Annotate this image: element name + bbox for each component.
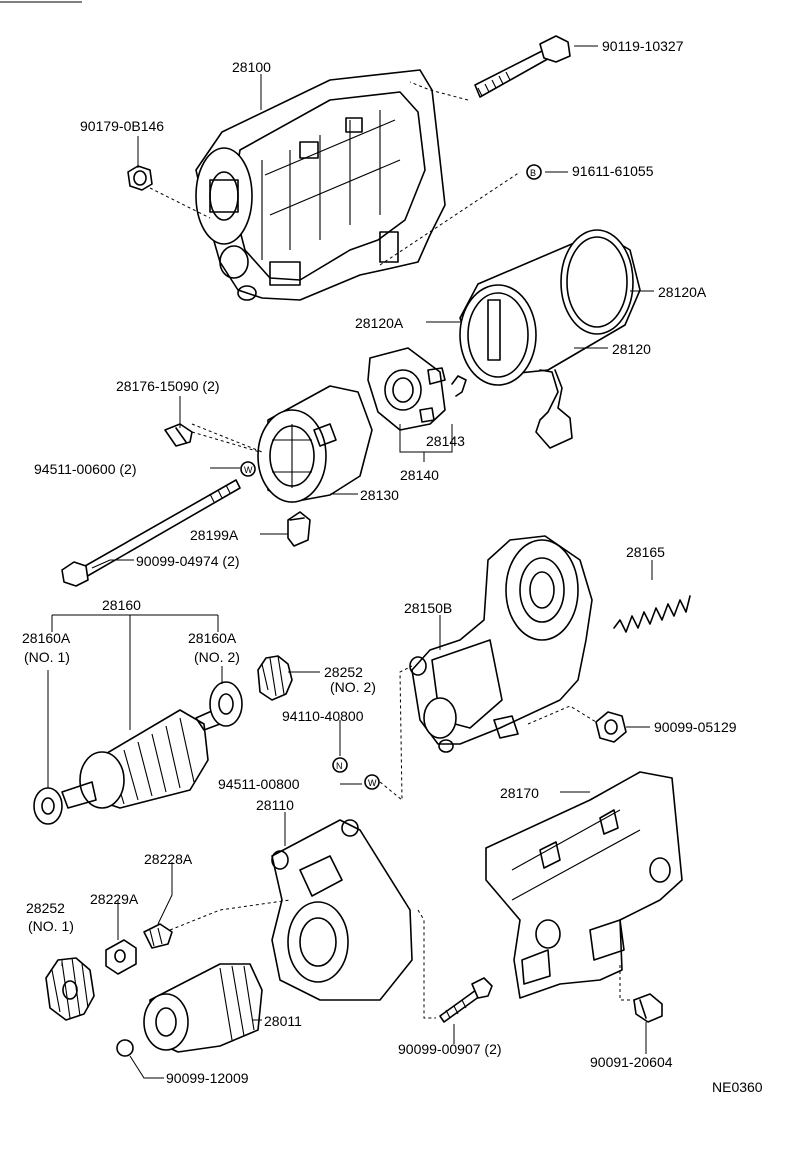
label-28140: 28140 (400, 467, 439, 483)
field-frame-28120 (459, 229, 641, 449)
washer-94511-00600 (240, 461, 256, 477)
brush-holder-28140 (367, 347, 446, 431)
label-28130: 28130 (360, 487, 399, 503)
marker-b: B (530, 168, 536, 178)
marker-w-2: W (368, 778, 377, 788)
label-28229a: 28229A (90, 891, 139, 907)
label-no1-b: (NO. 1) (28, 918, 74, 934)
nut-94110-40800 (332, 757, 348, 773)
spring-28143 (451, 375, 467, 397)
bearing-28160a-no2 (209, 681, 243, 727)
label-28170: 28170 (500, 785, 539, 801)
gear-28252-no1 (45, 957, 95, 1021)
label-90099-05129: 90099-05129 (654, 719, 737, 735)
label-28120a-right: 28120A (658, 284, 707, 300)
part-28228a (143, 923, 173, 949)
housing-28100 (195, 69, 446, 301)
label-28150b: 28150B (404, 600, 452, 616)
screw-28176-15090 (164, 423, 193, 447)
label-28160: 28160 (102, 597, 141, 613)
label-28160a-no1: 28160A (22, 630, 71, 646)
armature-28160 (61, 709, 221, 809)
nut-90179-0b146 (127, 165, 153, 191)
label-no2-a: (NO. 2) (194, 649, 240, 665)
callout-labels: 28100 90119-10327 90179-0B146 91611-6105… (22, 38, 763, 1095)
nut-90099-05129 (595, 711, 627, 743)
diagram-code: NE0360 (712, 1079, 763, 1095)
label-28165: 28165 (626, 544, 665, 560)
label-no2-b: (NO. 2) (330, 679, 376, 695)
bracket-28170 (485, 771, 683, 999)
label-28252-no2: 28252 (324, 664, 363, 680)
label-28110: 28110 (256, 797, 294, 813)
ball-90099-12009 (116, 1039, 134, 1057)
label-90099-04974: 90099-04974 (2) (136, 553, 240, 569)
label-90099-00907: 90099-00907 (2) (398, 1041, 502, 1057)
label-28011: 28011 (264, 1013, 302, 1029)
spring-28165 (613, 595, 691, 633)
bolt-90099-00907 (439, 977, 493, 1023)
label-28228a: 28228A (144, 851, 193, 867)
bolt-90091-20604 (633, 993, 663, 1023)
marker-w-1: W (244, 465, 253, 475)
bolt-90099-04974 (61, 479, 241, 587)
washer-94511-00800 (364, 774, 380, 790)
cap-28199a (287, 511, 311, 547)
label-28199a: 28199A (190, 527, 239, 543)
label-28160a-no2: 28160A (188, 630, 237, 646)
clutch-28011 (143, 963, 263, 1053)
label-90091-20604: 90091-20604 (590, 1054, 673, 1070)
label-28120a-left: 28120A (355, 315, 404, 331)
label-28176-15090: 28176-15090 (2) (116, 378, 220, 394)
end-frame-28130 (257, 385, 373, 503)
leader-lines (47, 45, 654, 1079)
bolt-90119-10327 (474, 35, 571, 98)
label-90119-10327: 90119-10327 (602, 38, 684, 54)
label-91611-61055: 91611-61055 (572, 163, 654, 179)
collar-28229a (105, 939, 137, 975)
marker-n: N (336, 761, 343, 771)
label-90179-0b146: 90179-0B146 (80, 118, 164, 134)
label-28120: 28120 (612, 341, 651, 357)
housing-28150b (409, 535, 593, 753)
label-no1-a: (NO. 1) (24, 649, 70, 665)
label-28100: 28100 (232, 59, 271, 75)
bearing-28160a-no1 (33, 787, 63, 825)
label-94110-40800: 94110-40800 (282, 708, 364, 724)
gear-28252-no2 (257, 655, 293, 701)
label-28143: 28143 (426, 433, 465, 449)
label-94511-00600: 94511-00600 (2) (34, 461, 136, 477)
marker-b-circle (526, 164, 542, 180)
label-90099-12009: 90099-12009 (166, 1070, 249, 1086)
label-28252-no1: 28252 (26, 900, 65, 916)
label-94511-00800: 94511-00800 (218, 776, 300, 792)
housing-28110 (271, 819, 413, 1001)
